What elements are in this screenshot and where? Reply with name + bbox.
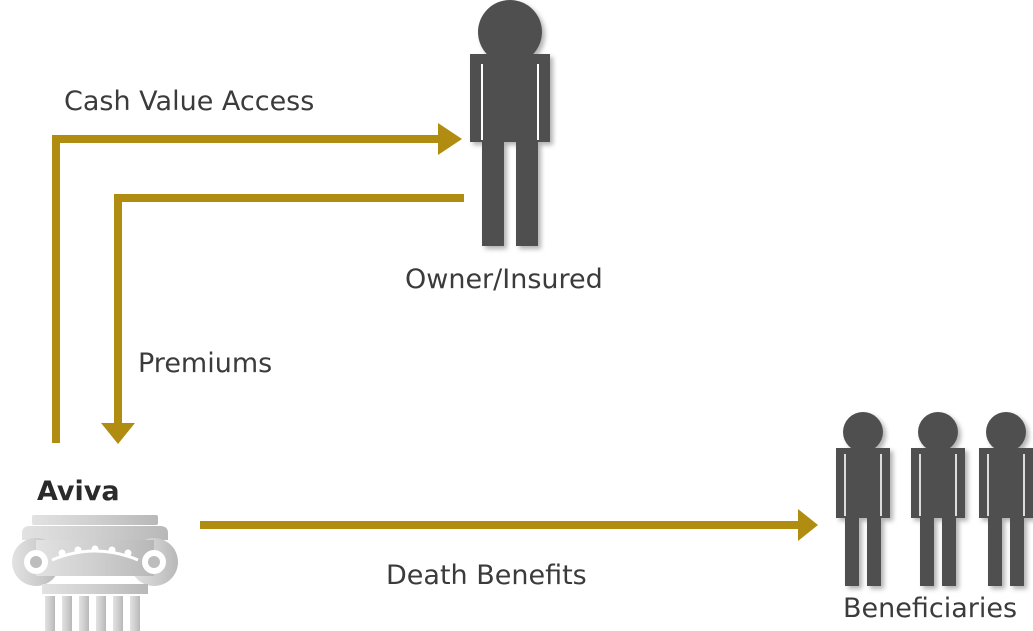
premiums-label: Premiums (138, 348, 273, 379)
cash-value-access-arrow (52, 123, 462, 443)
beneficiary-person-icon (911, 412, 965, 586)
premiums-arrow (101, 194, 464, 444)
beneficiary-person-icon (979, 412, 1033, 586)
aviva-column-icon (12, 515, 178, 631)
beneficiaries-person-icons (836, 412, 1033, 586)
beneficiary-person-icon (836, 412, 890, 586)
death-benefits-label: Death Benefits (386, 560, 587, 591)
death-benefits-arrow (200, 509, 818, 541)
owner-insured-person-icon (470, 0, 550, 246)
aviva-label: Aviva (37, 476, 120, 507)
beneficiaries-label: Beneficiaries (843, 593, 1018, 624)
cash-value-access-label: Cash Value Access (64, 86, 315, 117)
owner-insured-label: Owner/Insured (405, 264, 603, 295)
